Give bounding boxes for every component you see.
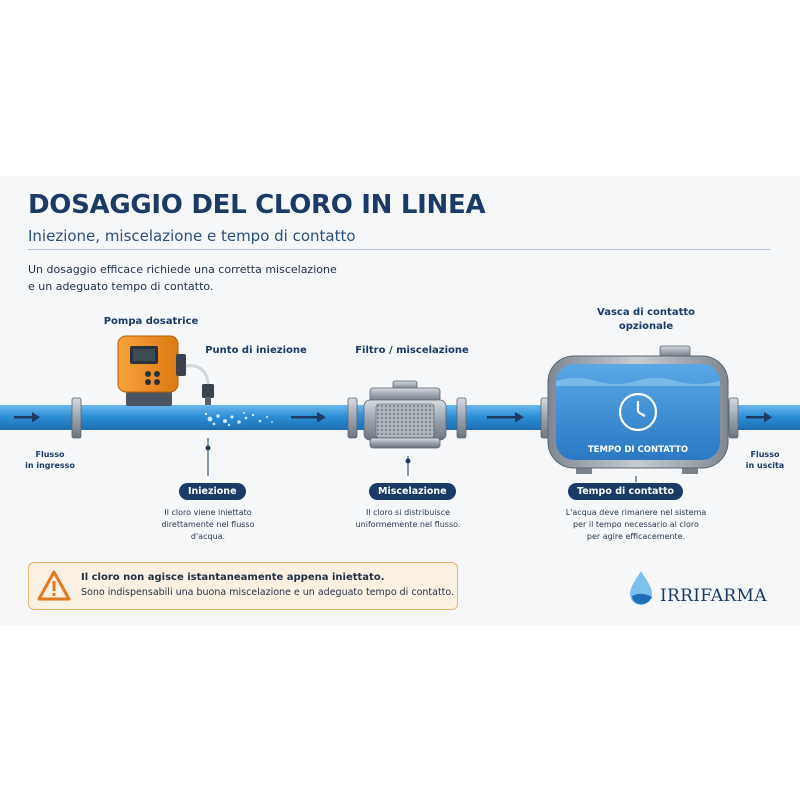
dosing-tube xyxy=(185,364,210,387)
tank-label-line-2: opzionale xyxy=(618,321,674,332)
clock-icon xyxy=(618,392,658,432)
flow-out-line-1: Flusso xyxy=(750,450,780,459)
step-badge-injection: Iniezione xyxy=(179,483,246,500)
pipeline-illustration: TEMPO DI CONTATTO xyxy=(0,335,800,482)
step-badge-contact-time: Tempo di contatto xyxy=(568,483,684,500)
tank-label-line-1: Vasca di contatto xyxy=(597,307,695,318)
flow-out-line-2: in uscita xyxy=(745,461,785,470)
step-desc-line: Il cloro viene iniettato xyxy=(164,508,252,517)
filter-mixer xyxy=(363,380,447,449)
injection-spray xyxy=(204,412,273,427)
step-desc-contact-time: L'acqua deve rimanere nel sistema per il… xyxy=(551,507,721,543)
water-drop-icon xyxy=(630,571,652,605)
page-subtitle: Iniezione, miscelazione e tempo di conta… xyxy=(28,227,356,245)
page-title: DOSAGGIO DEL CLORO IN LINEA xyxy=(28,190,486,220)
filter-label: Filtro / miscelazione xyxy=(355,345,469,356)
step-desc-line: direttamente nel flusso xyxy=(161,520,255,529)
step-desc-injection: Il cloro viene iniettato direttamente ne… xyxy=(123,507,293,543)
intro-line-1: Un dosaggio efficace richiede una corret… xyxy=(28,263,337,276)
dosing-pump xyxy=(117,335,186,406)
pump-label: Pompa dosatrice xyxy=(103,316,199,327)
flow-out-label: Flusso in uscita xyxy=(740,449,790,471)
warning-box: Il cloro non agisce istantaneamente appe… xyxy=(28,562,458,610)
tank-inner-label: TEMPO DI CONTATTO xyxy=(588,445,688,455)
warning-triangle-icon xyxy=(37,570,71,601)
step-desc-line: d'acqua. xyxy=(190,532,226,541)
step-desc-line: uniformemente nel flusso. xyxy=(355,520,461,529)
step-desc-line: L'acqua deve rimanere nel sistema xyxy=(565,508,707,517)
step-desc-mixing: Il cloro si distribuisce uniformemente n… xyxy=(323,507,493,531)
infographic-card: DOSAGGIO DEL CLORO IN LINEA Iniezione, m… xyxy=(0,176,800,625)
injection-point-label: Punto di iniezione xyxy=(205,345,307,356)
title-divider xyxy=(28,249,770,250)
step-desc-line: Il cloro si distribuisce xyxy=(365,508,451,517)
flow-in-line-1: Flusso xyxy=(35,450,65,459)
intro-text: Un dosaggio efficace richiede una corret… xyxy=(28,261,368,295)
step-desc-line: per agire efficacemente. xyxy=(586,532,686,541)
brand-logo-text: IRRIFARMA xyxy=(660,586,767,606)
arrow-right-icon xyxy=(14,412,772,423)
warning-text: Sono indispensabili una buona miscelazio… xyxy=(81,587,455,598)
flow-in-line-2: in ingresso xyxy=(25,461,75,470)
injection-valve xyxy=(202,384,214,398)
step-badge-mixing: Miscelazione xyxy=(369,483,456,500)
intro-line-2: e un adeguato tempo di contatto. xyxy=(28,280,214,293)
tank-label: Vasca di contatto opzionale xyxy=(586,306,706,334)
warning-headline: Il cloro non agisce istantaneamente appe… xyxy=(81,572,385,583)
step-desc-line: per il tempo necessario al cloro xyxy=(573,520,699,529)
flow-in-label: Flusso in ingresso xyxy=(20,449,80,471)
